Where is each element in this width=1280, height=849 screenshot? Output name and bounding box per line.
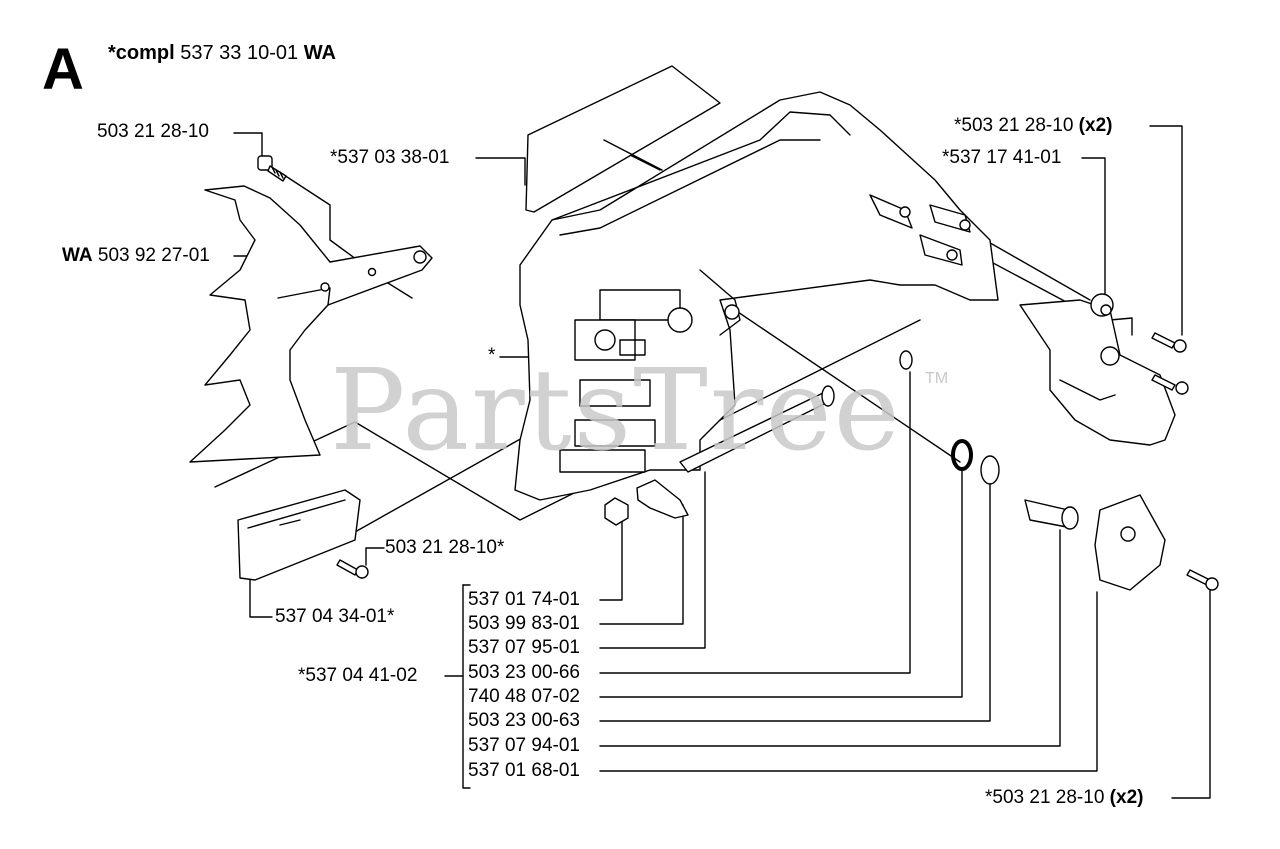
kit-item-label: 537 07 94-01 (468, 735, 580, 756)
bolt-top (257, 155, 287, 182)
label-decal-plate: *537 03 38-01 (330, 147, 450, 168)
label-small-plate: 537 04 34-01* (275, 606, 395, 627)
guide-pin (636, 479, 689, 519)
section-letter: A (42, 37, 84, 102)
label-right-cover: *537 17 41-01 (942, 147, 1062, 168)
kit-item-label: 537 07 95-01 (468, 637, 580, 658)
small-plate (237, 489, 361, 581)
kit-item-label: 503 99 83-01 (468, 613, 580, 634)
kit-item-label: 503 23 00-66 (468, 662, 580, 683)
label-bumper-spike: WA 503 92 27-01 (62, 245, 210, 266)
end-cap (1094, 494, 1166, 591)
small-screw (336, 559, 369, 579)
diagram-header: *compl 537 33 10-01 WA (108, 42, 336, 64)
kit-item-label: 537 01 74-01 (468, 589, 580, 610)
label-kit: *537 04 41-02 (298, 665, 418, 686)
label-cover-star: * (488, 345, 496, 366)
bumper-spike (189, 185, 433, 463)
label-right-screw-top: *503 21 28-10 (x2) (954, 115, 1113, 136)
label-bottom-screw: *503 21 28-10 (x2) (985, 787, 1144, 808)
o-ring-small (899, 350, 913, 370)
washer (980, 455, 1000, 485)
screw-bottom (1186, 569, 1219, 591)
trademark-mark: TM (925, 370, 949, 387)
shaft (679, 385, 835, 473)
o-ring-thick (951, 439, 973, 471)
screw-right-1 (1151, 332, 1187, 353)
label-bolt-top: 503 21 28-10 (97, 121, 209, 142)
sleeve (1024, 499, 1079, 530)
kit-item-label: 740 48 07-02 (468, 686, 580, 707)
kit-item-label: 503 23 00-63 (468, 710, 580, 731)
label-small-screw: 503 21 28-10* (385, 537, 505, 558)
parts-tree-watermark: PartsTree (330, 346, 902, 476)
kit-item-label: 537 01 68-01 (468, 760, 580, 781)
screw-right-2 (1151, 374, 1189, 395)
right-cover (1019, 299, 1176, 446)
nut (604, 497, 629, 526)
decal-plate (525, 65, 721, 213)
